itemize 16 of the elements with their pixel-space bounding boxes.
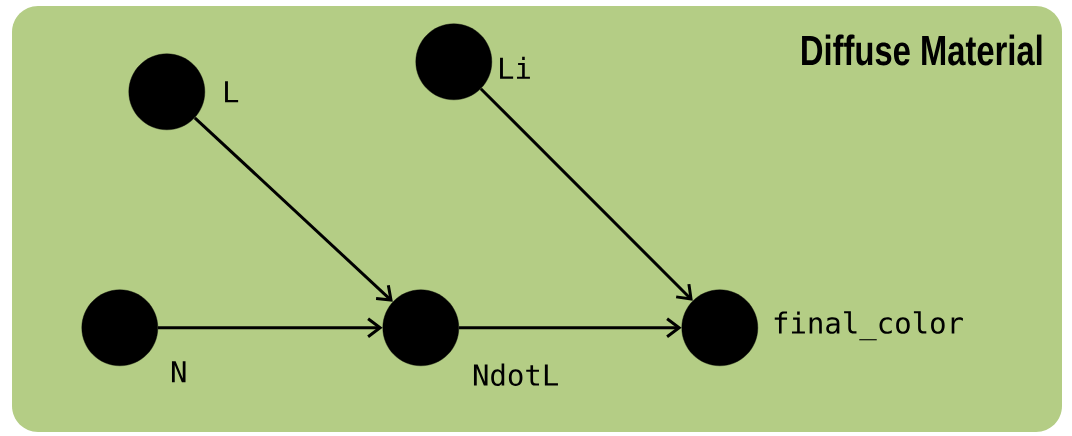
panel-title: Diffuse Material — [802, 34, 1042, 66]
node-label: Li — [500, 56, 530, 79]
circle-node — [382, 289, 459, 366]
circle-node — [81, 289, 158, 366]
arrow — [479, 87, 693, 301]
panel — [12, 6, 1062, 432]
circle-node — [128, 53, 205, 130]
arrow — [459, 317, 682, 338]
circle-node — [415, 23, 492, 100]
arrow — [193, 116, 393, 302]
node-label: NdotL — [473, 363, 558, 386]
node-label: L — [225, 81, 239, 103]
node-label: N — [171, 361, 186, 383]
circle-node — [681, 289, 758, 366]
node-label: final_color — [774, 311, 963, 341]
arrow — [158, 317, 383, 338]
